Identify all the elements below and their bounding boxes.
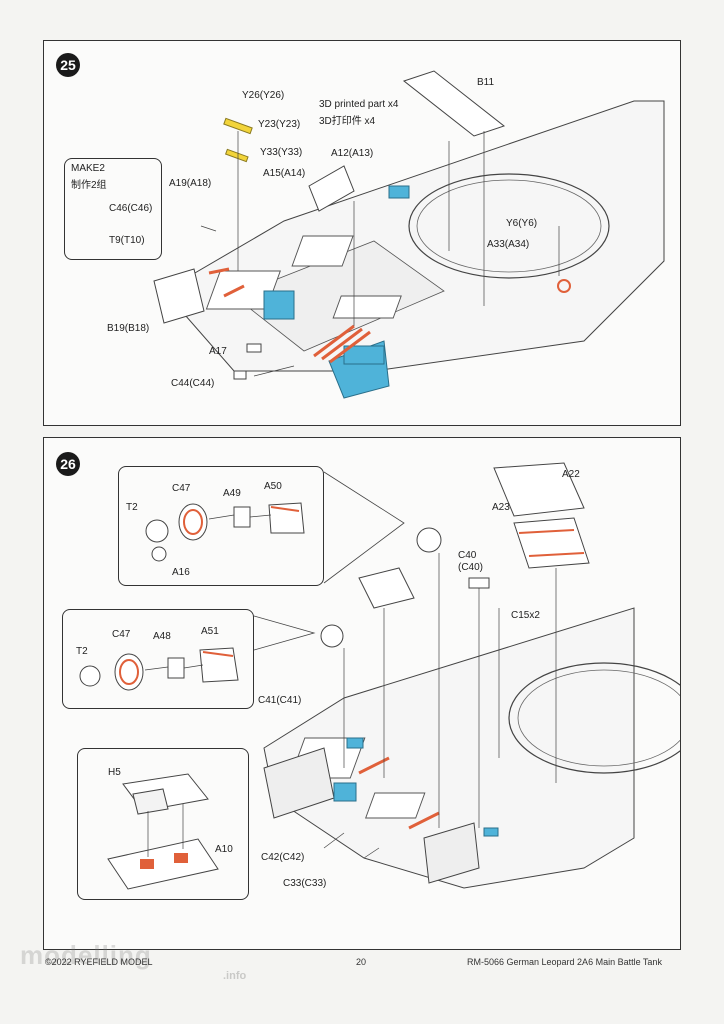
part-label-a15: A15(A14)	[263, 168, 306, 179]
part-label-c47: C47	[172, 483, 191, 494]
part-label-c41: C41(C41)	[258, 695, 302, 706]
part-label-b11: B11	[477, 77, 495, 88]
part-label-y33: Y33(Y33)	[260, 147, 303, 158]
part-label-t2: T2	[76, 646, 88, 657]
part-label-a49: A49	[223, 488, 241, 499]
part-label-c42: C42(C42)	[261, 852, 305, 863]
printed-part-note: 3D printed part x4	[319, 99, 399, 110]
part-label-y23: Y23(Y23)	[258, 119, 301, 130]
step-26-illustration	[253, 462, 680, 889]
part-label-a19: A19(A18)	[169, 178, 212, 189]
part-label-c15: C15x2	[511, 610, 540, 621]
part-label-a51: A51	[201, 626, 219, 637]
step-number-badge: 26	[56, 452, 80, 476]
part-label-c40-alt: (C40)	[458, 562, 484, 573]
part-label-a33: A33(A34)	[487, 239, 530, 250]
step-number-badge: 25	[56, 53, 80, 77]
printed-part-note-cn: 3D打印件 x4	[319, 116, 376, 127]
part-label-b19: B19(B18)	[107, 323, 150, 334]
make2-title: MAKE2	[71, 163, 105, 174]
make2-title-cn: 制作2组	[71, 180, 107, 191]
watermark-sub: .info	[223, 970, 247, 982]
footer-copyright: ©2022 RYEFIELD MODEL	[45, 957, 153, 967]
step-25-illustration	[153, 70, 665, 399]
step-25-panel: 25	[43, 40, 681, 426]
part-label-a23: A23	[492, 502, 510, 513]
part-label-a12: A12(A13)	[331, 148, 374, 159]
part-label-c40: C40	[458, 550, 477, 561]
inset-h5-assembly: H5 A10	[77, 748, 249, 900]
part-label-c33: C33(C33)	[283, 878, 327, 889]
part-label-a48: A48	[153, 631, 171, 642]
watermark: modelling	[20, 940, 152, 970]
part-label-a50: A50	[264, 481, 282, 492]
part-label-a16: A16	[172, 567, 190, 578]
part-label-a17: A17	[209, 346, 227, 357]
part-label-y6: Y6(Y6)	[506, 218, 538, 229]
make2-inset: MAKE2 制作2组 C46(C46) T9(T10)	[64, 158, 162, 260]
part-label-c46: C46(C46)	[109, 203, 153, 214]
footer-product: RM-5066 German Leopard 2A6 Main Battle T…	[467, 957, 662, 967]
inset-a49-assembly: C47 A49 A50 T2 A16	[118, 466, 324, 586]
part-label-h5: H5	[108, 767, 121, 778]
page-number: 20	[356, 957, 367, 967]
part-label-a22: A22	[562, 469, 580, 480]
step-26-panel: 26	[43, 437, 681, 950]
part-label-c44: C44(C44)	[171, 378, 215, 389]
part-label-t2: T2	[126, 502, 138, 513]
inset-a48-assembly: C47 A48 A51 T2	[62, 609, 254, 709]
part-label-t9: T9(T10)	[109, 235, 145, 246]
part-label-y26: Y26(Y26)	[242, 90, 285, 101]
part-label-a10: A10	[215, 844, 233, 855]
part-label-c47: C47	[112, 629, 131, 640]
